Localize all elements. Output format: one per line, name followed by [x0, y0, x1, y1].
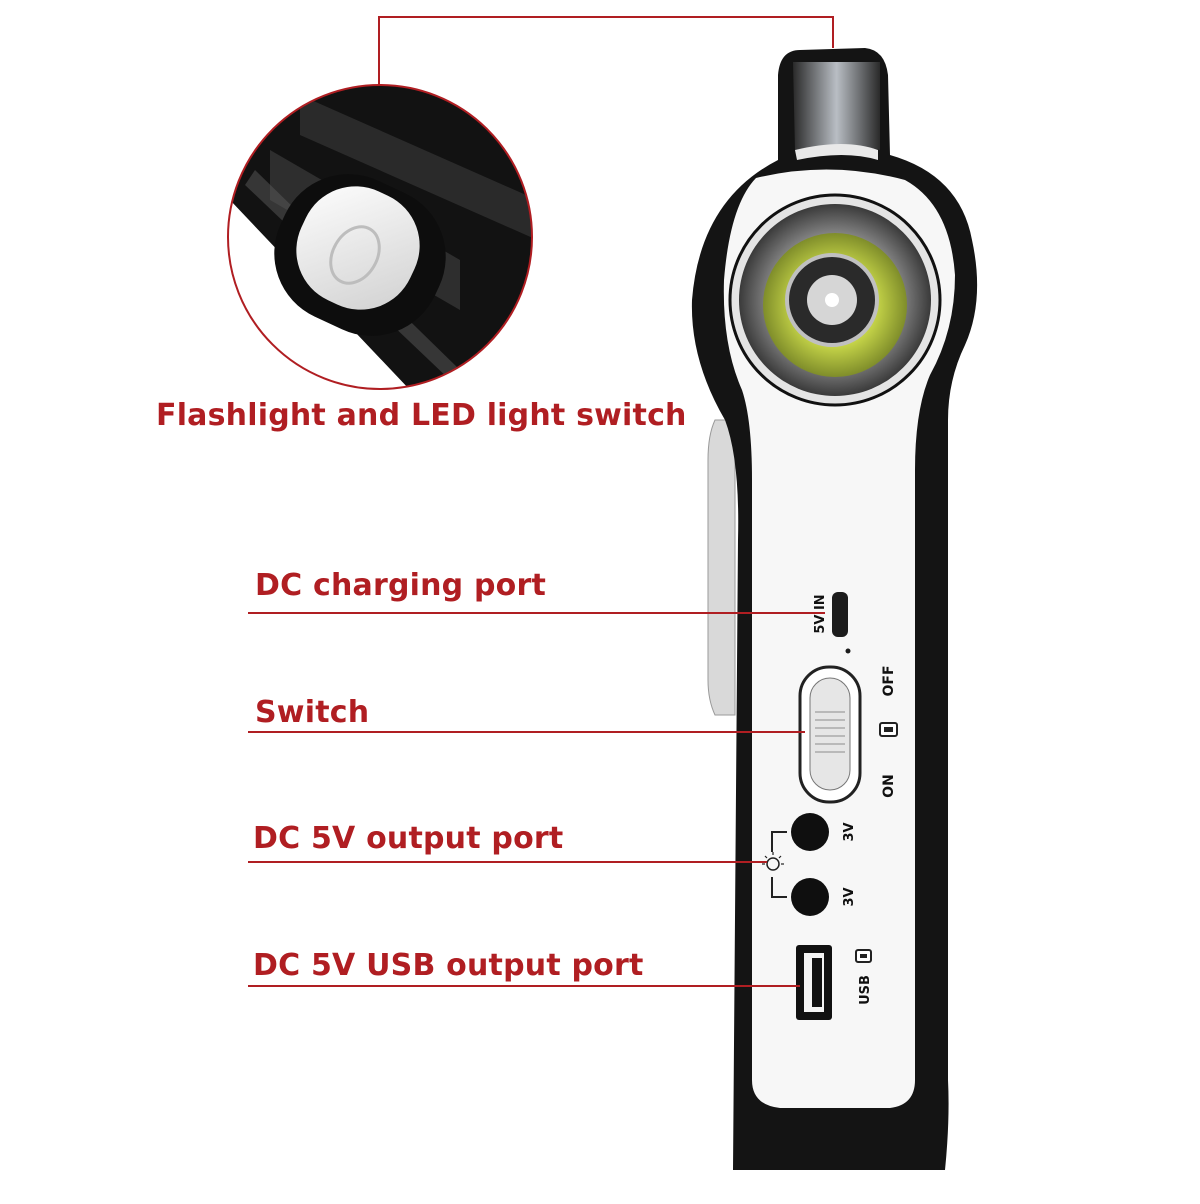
port-upper-voltage: 3V: [842, 822, 857, 841]
usb-label: USB: [858, 975, 873, 1005]
dc-charging-port-label: DC charging port: [255, 568, 546, 603]
on-label: ON: [881, 774, 897, 798]
dc-5v-output-port-label: DC 5V output port: [253, 821, 564, 856]
dc-port-upper: [791, 813, 829, 851]
off-label: OFF: [881, 665, 897, 696]
bulb-icon: [766, 857, 780, 871]
switch-label: Switch: [255, 695, 370, 730]
flashlight-callout-line: [378, 16, 834, 85]
dc-port-lower: [791, 878, 829, 916]
port-lower-voltage: 3V: [842, 887, 857, 906]
switch-zoom-circle: [227, 84, 533, 390]
callout-lines: [248, 612, 825, 987]
flashlight-switch-label: Flashlight and LED light switch: [156, 398, 687, 433]
charging-port: [832, 592, 848, 637]
dc-5v-usb-output-port-label: DC 5V USB output port: [253, 948, 644, 983]
solar-light-device: 5V IN OFF ON 3V 3V USB: [691, 48, 978, 1170]
